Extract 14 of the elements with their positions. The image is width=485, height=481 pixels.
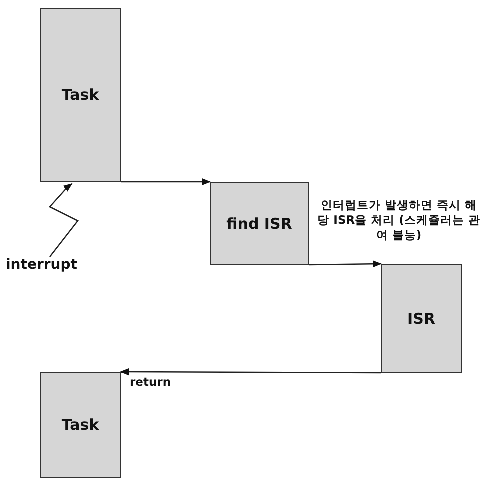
- process-box: [40, 8, 121, 182]
- box-label: find ISR: [226, 214, 292, 232]
- arrow: [309, 260, 382, 268]
- box-label: Task: [62, 416, 100, 434]
- process-box: [40, 372, 121, 478]
- arrow: [120, 368, 381, 376]
- edge-label: 인터럽트가 발생하면 즉시 해당 ISR을 처리 (스케쥴러는 관여 불능): [316, 198, 482, 243]
- interrupt-zigzag-arrow: [48, 183, 79, 258]
- process-box: [381, 264, 462, 373]
- node-label: interrupt: [6, 257, 78, 273]
- box-label: Task: [62, 86, 100, 104]
- process-box: [210, 182, 309, 265]
- arrow: [121, 178, 211, 186]
- box-label: ISR: [408, 310, 436, 328]
